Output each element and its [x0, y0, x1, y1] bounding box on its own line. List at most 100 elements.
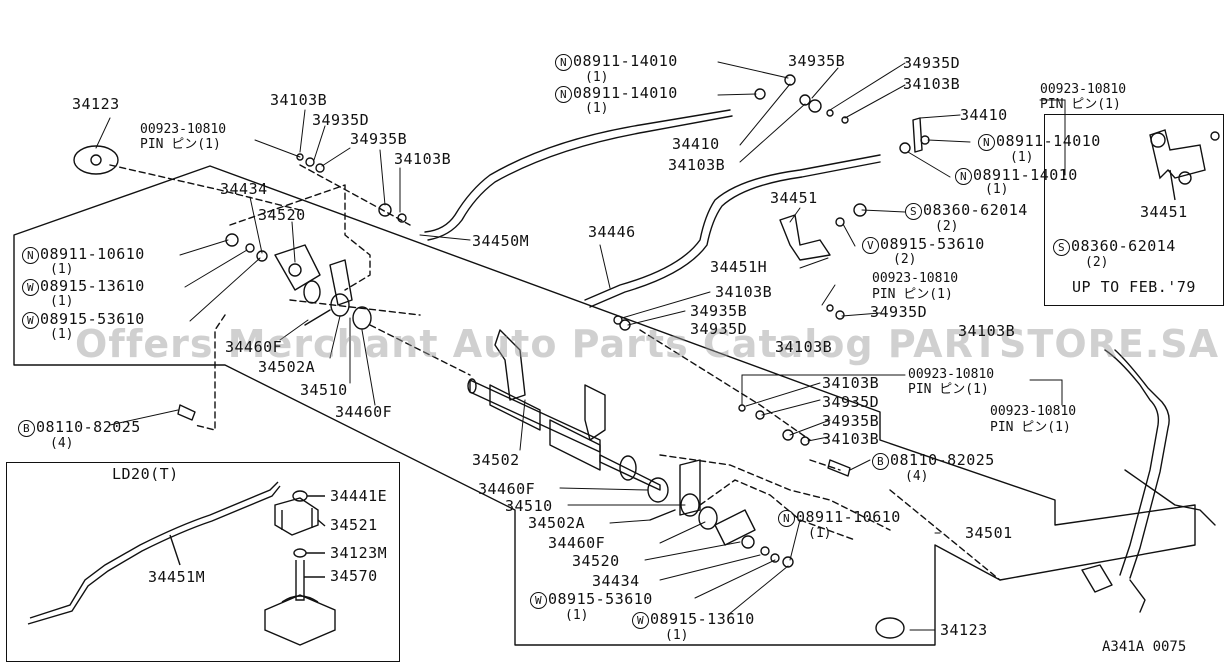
label-34935b-center: 34935B [690, 302, 748, 320]
label-34935b-left: 34935B [350, 130, 408, 148]
qty-4b: (4) [905, 469, 929, 484]
feb79-inset-frame [1044, 114, 1224, 306]
ld20-label-34441e: 34441E [330, 487, 388, 505]
label-00923-center: 00923-10810 [872, 271, 959, 286]
label-34123-bottom: 34123 [940, 621, 988, 639]
n-circle-icon: N [955, 168, 972, 185]
qty-b: (1) [585, 101, 609, 116]
label-34460f-bottom-2: 34460F [548, 534, 606, 552]
label-34451h: 34451H [710, 258, 768, 276]
label-pin-right-2: PIN ピン(1) [990, 420, 1071, 435]
right-bracket-parts [613, 74, 930, 639]
shift-rod-34450m [424, 109, 733, 241]
qty-d: (1) [985, 182, 1009, 197]
qty-e: (1) [50, 262, 74, 277]
label-34410-left: 34410 [672, 135, 720, 153]
figure-code: A341A 0075 [1102, 639, 1187, 655]
w-circle-icon: W [632, 612, 649, 629]
qty-f: (1) [50, 294, 74, 309]
n-circle-icon: N [555, 54, 572, 71]
label-34460f-bottom: 34460F [478, 480, 536, 498]
s-circle-icon: S [1053, 239, 1070, 256]
w-circle-icon: W [530, 592, 547, 609]
feb79-note: UP TO FEB.'79 [1072, 278, 1196, 296]
label-34450m: 34450M [472, 232, 530, 250]
label-34103b-center-2: 34103B [775, 338, 833, 356]
label-00923-right-1: 00923-10810 [908, 367, 995, 382]
label-pin-center: PIN ピン(1) [872, 287, 953, 302]
dashed-guides [109, 164, 1001, 581]
label-pin-top: PIN ピン(1) [1040, 97, 1121, 112]
qty-i: (1) [565, 608, 589, 623]
label-34935d-center-2: 34935D [870, 303, 928, 321]
n-circle-icon: N [22, 247, 39, 264]
label-34501: 34501 [965, 524, 1013, 542]
feb79-qty: (2) [1085, 255, 1109, 270]
label-34520-top: 34520 [258, 206, 306, 224]
label-34935b-top: 34935B [788, 52, 846, 70]
label-34103b-left: 34103B [270, 91, 328, 109]
label-00923-top: 00923-10810 [1040, 82, 1127, 97]
ld20-label-34521: 34521 [330, 516, 378, 534]
label-34103b-center-3: 34103B [958, 322, 1016, 340]
label-34103b-right-2: 34103B [822, 430, 880, 448]
label-34935d-left: 34935D [312, 111, 370, 129]
label-34103b-center: 34103B [715, 283, 773, 301]
label-34502: 34502 [472, 451, 520, 469]
qty-c: (1) [1010, 150, 1034, 165]
left-bracket-parts [73, 145, 407, 421]
qty-g: (1) [50, 327, 74, 342]
qty-2b: (2) [893, 252, 917, 267]
cross-shaft-34502 [467, 329, 661, 491]
qty-4a: (4) [50, 436, 74, 451]
ld20-label-34451m: 34451M [148, 568, 206, 586]
qty-2a: (2) [935, 219, 959, 234]
ld20-label-34123m: 34123M [330, 544, 388, 562]
label-34935d-top: 34935D [903, 54, 961, 72]
label-00923-right-2: 00923-10810 [990, 404, 1077, 419]
w-circle-icon: W [22, 312, 39, 329]
label-00923-left: 00923-10810 [140, 122, 227, 137]
label-34103b-mid: 34103B [668, 156, 726, 174]
v-circle-icon: V [862, 237, 879, 254]
label-34510-left: 34510 [300, 381, 348, 399]
label-34103b-left-2: 34103B [394, 150, 452, 168]
label-34935b-right: 34935B [822, 412, 880, 430]
n-circle-icon: N [555, 86, 572, 103]
leader-lines [95, 61, 1066, 631]
qty-h: (1) [808, 526, 832, 541]
label-34935d-right: 34935D [822, 393, 880, 411]
ld20-label-34570: 34570 [330, 567, 378, 585]
label-34451: 34451 [770, 189, 818, 207]
label-pin-left: PIN ピン(1) [140, 137, 221, 152]
label-34935d-center: 34935D [690, 320, 748, 338]
label-34502a-bottom: 34502A [528, 514, 586, 532]
b-circle-icon: B [872, 453, 889, 470]
assembly-frame [13, 165, 1196, 646]
label-34410-right: 34410 [960, 106, 1008, 124]
label-34520-bottom: 34520 [572, 552, 620, 570]
label-34103b-right-1: 34103B [822, 374, 880, 392]
label-34460f-left-2: 34460F [335, 403, 393, 421]
ld20-inset-drawing [27, 481, 336, 646]
s-circle-icon: S [905, 203, 922, 220]
feb79-inset-drawing [1149, 129, 1220, 201]
n-circle-icon: N [778, 510, 795, 527]
watermark: Offers Merchant Auto Parts Catalog PARTS… [75, 322, 1220, 366]
ld20-inset-frame [6, 462, 400, 662]
label-34123-top-left: 34123 [72, 95, 120, 113]
ld20-title: LD20(T) [112, 465, 179, 483]
qty-j: (1) [665, 628, 689, 643]
label-34460f-left: 34460F [225, 338, 283, 356]
